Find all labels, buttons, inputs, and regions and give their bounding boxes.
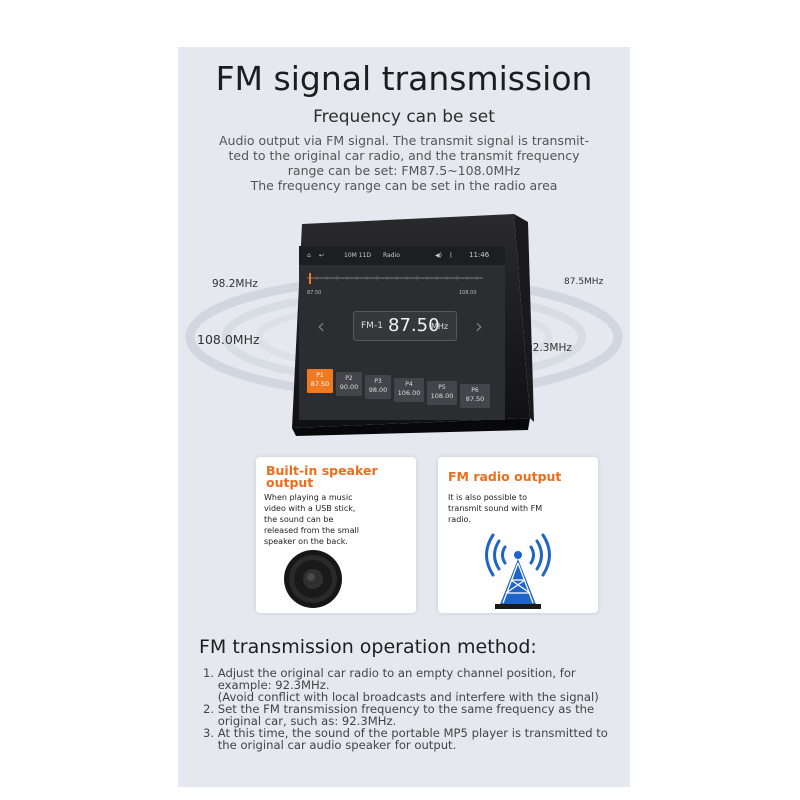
status-bar: ⌂ ↩ 10M 11D Radio ◀) ᛒ 11:46 bbox=[299, 246, 505, 265]
back-icon[interactable]: ↩ bbox=[319, 252, 325, 259]
clock: 11:46 bbox=[469, 251, 490, 259]
preset-p2[interactable]: P2 90.00 bbox=[336, 372, 362, 396]
bluetooth-icon: ᛒ bbox=[449, 252, 453, 259]
step-line: 2. Set the FM transmission frequency to … bbox=[203, 702, 595, 716]
band-label: FM-1 bbox=[361, 321, 383, 331]
freq-label-left-bottom: 108.0MHz bbox=[197, 332, 260, 347]
frequency-value: 87.50 bbox=[388, 315, 440, 336]
method-title: FM transmission operation method: bbox=[199, 636, 537, 658]
fm-card-title: FM radio output bbox=[448, 469, 562, 484]
frequency-display: FM-1 87.50 MHz bbox=[353, 311, 457, 341]
tuning-scale[interactable] bbox=[307, 272, 483, 286]
page-subtitle: Frequency can be set bbox=[313, 107, 495, 127]
step-line: (Avoid conflict with local broadcasts an… bbox=[203, 690, 599, 704]
speaker-card: Built-in speaker output When playing a m… bbox=[256, 457, 416, 613]
speaker-icon bbox=[284, 550, 342, 608]
prev-station-icon[interactable]: ‹ bbox=[317, 314, 325, 338]
description-line: Audio output via FM signal. The transmit… bbox=[218, 133, 590, 148]
preset-p1[interactable]: P1 87.50 bbox=[307, 369, 333, 393]
description: Audio output via FM signal. The transmit… bbox=[200, 133, 608, 193]
next-station-icon[interactable]: › bbox=[475, 314, 483, 338]
product-panel: FM signal transmission Frequency can be … bbox=[178, 47, 630, 787]
scale-min: 87.50 bbox=[307, 290, 322, 296]
step-line: 1. Adjust the original car radio to an e… bbox=[203, 666, 576, 680]
fm-card-text: It is also possible to transmit sound wi… bbox=[448, 493, 543, 524]
description-line: range can be set: FM87.5~108.0MHz bbox=[287, 163, 521, 178]
step-line: 3. At this time, the sound of the portab… bbox=[203, 726, 608, 740]
freq-label-left-top: 98.2MHz bbox=[212, 278, 258, 290]
step-line: original car, such as: 92.3MHz. bbox=[203, 714, 397, 728]
preset-p4[interactable]: P4 106.00 bbox=[394, 378, 424, 402]
frequency-unit: MHz bbox=[431, 322, 449, 331]
preset-p6[interactable]: P6 87.50 bbox=[460, 384, 490, 408]
status-date: 10M 11D bbox=[344, 252, 371, 259]
fm-card: FM radio output It is also possible to t… bbox=[438, 457, 598, 613]
description-line: ted to the original car radio, and the t… bbox=[228, 148, 580, 163]
freq-label-right-bottom: 92.3MHz bbox=[526, 342, 572, 354]
page-title: FM signal transmission bbox=[215, 59, 593, 98]
scale-max: 108.00 bbox=[459, 290, 477, 296]
radio-tower-icon bbox=[485, 533, 551, 609]
freq-label-right-top: 87.5MHz bbox=[564, 277, 604, 287]
method-steps: 1. Adjust the original car radio to an e… bbox=[203, 667, 613, 751]
description-line: The frequency range can be set in the ra… bbox=[250, 178, 558, 193]
speaker-card-text: When playing a music video with a USB st… bbox=[264, 493, 359, 546]
radio-screen: ⌂ ↩ 10M 11D Radio ◀) ᛒ 11:46 87.50 108.0… bbox=[299, 246, 505, 420]
step-line: the original car audio speaker for outpu… bbox=[203, 738, 457, 752]
preset-p5[interactable]: P5 108.00 bbox=[427, 381, 457, 405]
tuning-needle bbox=[309, 273, 311, 284]
home-icon[interactable]: ⌂ bbox=[307, 252, 311, 259]
step-line: example: 92.3MHz. bbox=[203, 678, 330, 692]
speaker-card-title: Built-in speaker output bbox=[266, 463, 378, 490]
preset-p3[interactable]: P3 98.00 bbox=[365, 375, 391, 399]
volume-icon[interactable]: ◀) bbox=[435, 252, 442, 259]
app-name: Radio bbox=[383, 252, 400, 259]
